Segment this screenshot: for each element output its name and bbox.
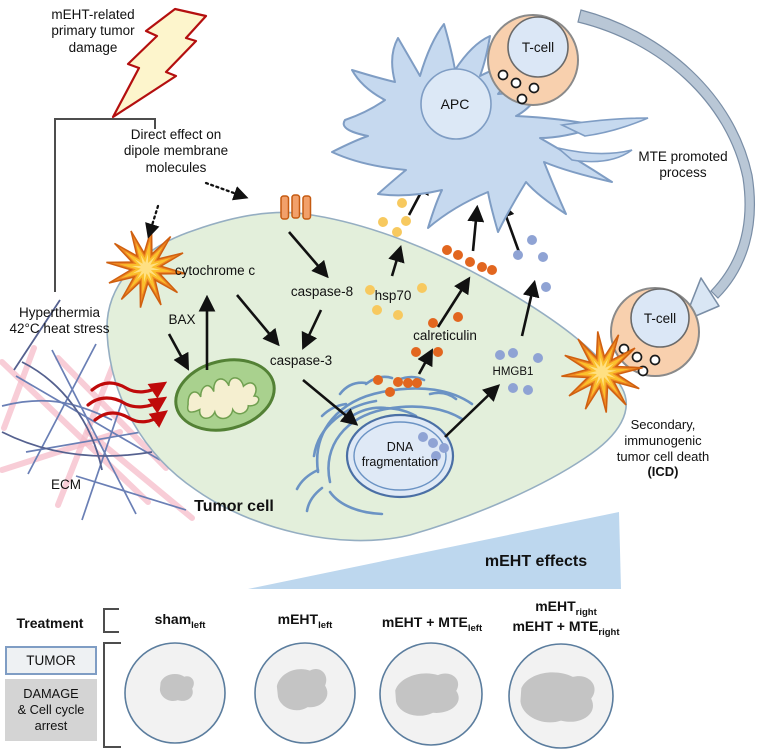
tumor-cell-label: Tumor cell	[194, 498, 274, 515]
icd-label-lines: Secondary, immunogenic tumor cell death	[616, 416, 710, 464]
damage-legend-box: DAMAGE & Cell cycle arrest	[5, 679, 97, 741]
ecm-fibers	[0, 299, 195, 521]
column-meht-mte-sub: left	[467, 622, 483, 634]
caspase-3-label: caspase-3	[269, 353, 333, 368]
cell-membrane	[106, 211, 627, 542]
calreticulin-label: calreticulin	[413, 328, 477, 343]
column-sham-main: sham	[154, 611, 192, 627]
dna-fragmentation-label: DNA fragmentation	[361, 440, 439, 470]
tumor-legend-box: TUMOR	[5, 646, 97, 675]
mitochondrion	[174, 358, 276, 432]
column-meht-right-main2: mEHT + MTE	[512, 617, 599, 634]
t-cell-top-label: T-cell	[521, 40, 555, 55]
tumor-sections	[124, 642, 614, 749]
column-meht-right: mEHTright mEHT + MTEright	[496, 598, 636, 638]
t-cell-right-shape	[610, 287, 700, 377]
apc-nucleus	[420, 68, 492, 140]
column-meht-mte-left: mEHT + MTEleft	[365, 614, 499, 634]
t-cell-top-shape	[487, 14, 579, 106]
hsp70-dots	[365, 198, 427, 320]
tumor-cell-body	[106, 211, 627, 542]
signal-arrows	[167, 177, 540, 438]
icd-label-bold: (ICD)	[647, 464, 679, 480]
cytochrome-c-label: cytochrome c	[174, 263, 256, 278]
hsp70-label: hsp70	[374, 288, 412, 303]
direct-effect-label: Direct effect on dipole membrane molecul…	[123, 127, 229, 175]
column-sham-left: shamleft	[130, 611, 230, 631]
heat-arrows	[86, 381, 168, 428]
column-sham-sub: left	[191, 619, 206, 631]
hmgb1-label: HMGB1	[492, 366, 534, 378]
column-meht-mte-main: mEHT + MTE	[381, 614, 468, 630]
direct-effect-dotted-arrows	[145, 181, 249, 239]
hmgb1-dots	[418, 235, 551, 461]
membrane-protein-icon	[280, 194, 312, 220]
lightning-bolt-icon	[111, 7, 208, 119]
damage-bracket	[54, 118, 156, 292]
column-meht-left: mEHTleft	[255, 611, 355, 631]
icd-label: Secondary, immunogenic tumor cell death …	[592, 401, 734, 496]
calreticulin-dots	[373, 245, 497, 397]
ecm-label: ECM	[51, 477, 81, 492]
meht-effects-ramp	[248, 512, 621, 589]
apc-label: APC	[440, 96, 470, 112]
treatment-row-label: Treatment	[16, 615, 84, 631]
column-meht-sub: left	[318, 619, 333, 631]
treatment-bracket	[103, 608, 119, 633]
t-cell-right-label: T-cell	[643, 311, 677, 326]
hyperthermia-label: Hyperthermia 42°C heat stress	[9, 305, 110, 337]
meht-damage-label: mEHT-related primary tumor damage	[51, 7, 135, 55]
column-meht-right-sub1: right	[575, 606, 597, 618]
column-meht-right-line1: mEHTright	[496, 598, 636, 618]
results-bracket	[103, 642, 121, 748]
column-meht-main: mEHT	[277, 611, 319, 627]
column-meht-right-main1: mEHT	[535, 598, 576, 614]
apc-cell	[331, 23, 649, 233]
column-meht-right-line2: mEHT + MTEright	[496, 618, 636, 638]
mte-process-label: MTE promoted process	[638, 149, 728, 181]
caspase-8-label: caspase-8	[290, 284, 354, 299]
meht-effects-label: mEHT effects	[484, 553, 588, 570]
column-meht-right-sub2: right	[598, 626, 620, 638]
bax-label: BAX	[168, 312, 196, 327]
